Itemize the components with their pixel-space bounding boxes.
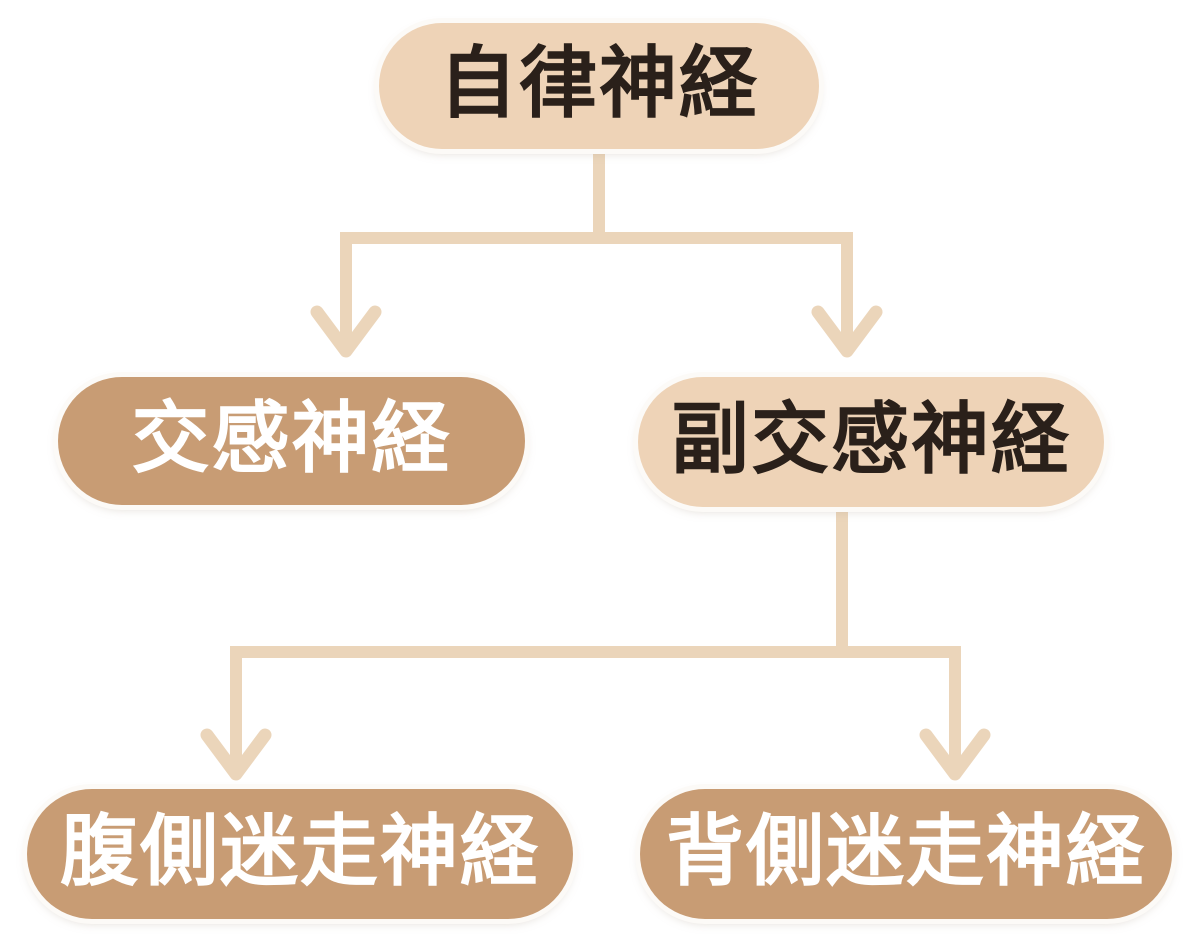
connector-bracket-level2 [340,232,853,344]
node-autonomic-nerve-label: 自律神経 [438,39,759,129]
node-autonomic-nerve: 自律神経 [379,23,819,149]
arrowhead-to-dorsal-vagal-icon [919,728,991,781]
node-sympathetic-nerve-label: 交感神経 [131,394,452,484]
arrowhead-to-ventral-vagal-icon [200,728,272,781]
connector-bracket-level3 [230,646,961,766]
node-ventral-vagal-nerve-label: 腹側迷走神経 [59,807,540,897]
node-dorsal-vagal-nerve: 背側迷走神経 [640,789,1172,919]
arrowhead-to-sympathetic-icon [310,305,382,358]
node-dorsal-vagal-nerve-label: 背側迷走神経 [665,807,1146,897]
node-sympathetic-nerve: 交感神経 [58,377,525,505]
node-parasympathetic-nerve-label: 副交感神経 [670,395,1071,485]
arrowhead-to-parasympathetic-icon [811,305,883,358]
node-parasympathetic-nerve: 副交感神経 [638,377,1104,507]
node-ventral-vagal-nerve: 腹側迷走神経 [27,789,573,919]
